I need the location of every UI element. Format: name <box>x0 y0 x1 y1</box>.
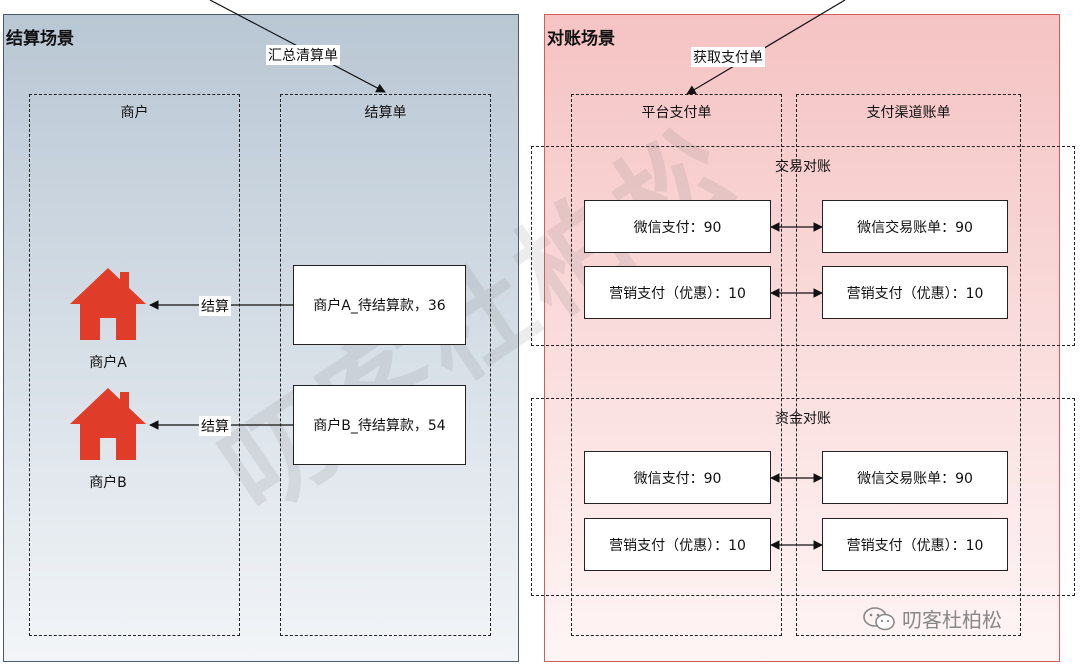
corner-watermark-text: 叨客杜柏松 <box>902 608 1002 632</box>
settlement-title: 结算场景 <box>6 29 74 49</box>
bill-group-label: 结算单 <box>364 105 407 121</box>
platform-group-label: 平台支付单 <box>641 105 712 121</box>
channel-group <box>796 94 1021 636</box>
platform-group <box>571 94 782 636</box>
trade-channel-wechat: 微信交易账单：90 <box>822 200 1008 253</box>
merchant-b-label: 商户B <box>89 475 127 491</box>
trade-platform-marketing: 营销支付（优惠）：10 <box>584 266 771 319</box>
merchant-a-bill: 商户A_待结算款，36 <box>293 265 466 345</box>
fund-reconcile-title: 资金对账 <box>775 411 831 427</box>
fund-reconcile-section <box>531 398 1075 596</box>
wechat-icon <box>863 606 895 630</box>
fetch-label: 获取支付单 <box>691 47 765 67</box>
fund-channel-wechat: 微信交易账单：90 <box>822 451 1008 504</box>
bill-group <box>280 94 491 636</box>
trade-platform-wechat: 微信支付：90 <box>584 200 771 253</box>
corner-watermark: 叨客杜柏松 <box>862 604 1002 633</box>
fund-platform-marketing: 营销支付（优惠）：10 <box>584 518 771 571</box>
channel-group-label: 支付渠道账单 <box>866 105 951 121</box>
trade-channel-marketing: 营销支付（优惠）：10 <box>822 266 1008 319</box>
house-icon <box>70 268 146 340</box>
settle-label-b: 结算 <box>199 416 231 436</box>
fund-channel-marketing: 营销支付（优惠）：10 <box>822 518 1008 571</box>
fund-platform-wechat: 微信支付：90 <box>584 451 771 504</box>
summary-label: 汇总清算单 <box>266 45 340 65</box>
merchant-b-bill: 商户B_待结算款，54 <box>293 385 466 465</box>
trade-reconcile-section <box>531 146 1075 346</box>
settle-label-a: 结算 <box>199 296 231 316</box>
reconcile-title: 对账场景 <box>547 29 615 49</box>
merchant-a-label: 商户A <box>89 355 127 371</box>
trade-reconcile-title: 交易对账 <box>775 159 831 175</box>
merchant-group <box>29 94 240 636</box>
house-icon <box>70 388 146 460</box>
merchant-group-label: 商户 <box>120 105 149 121</box>
